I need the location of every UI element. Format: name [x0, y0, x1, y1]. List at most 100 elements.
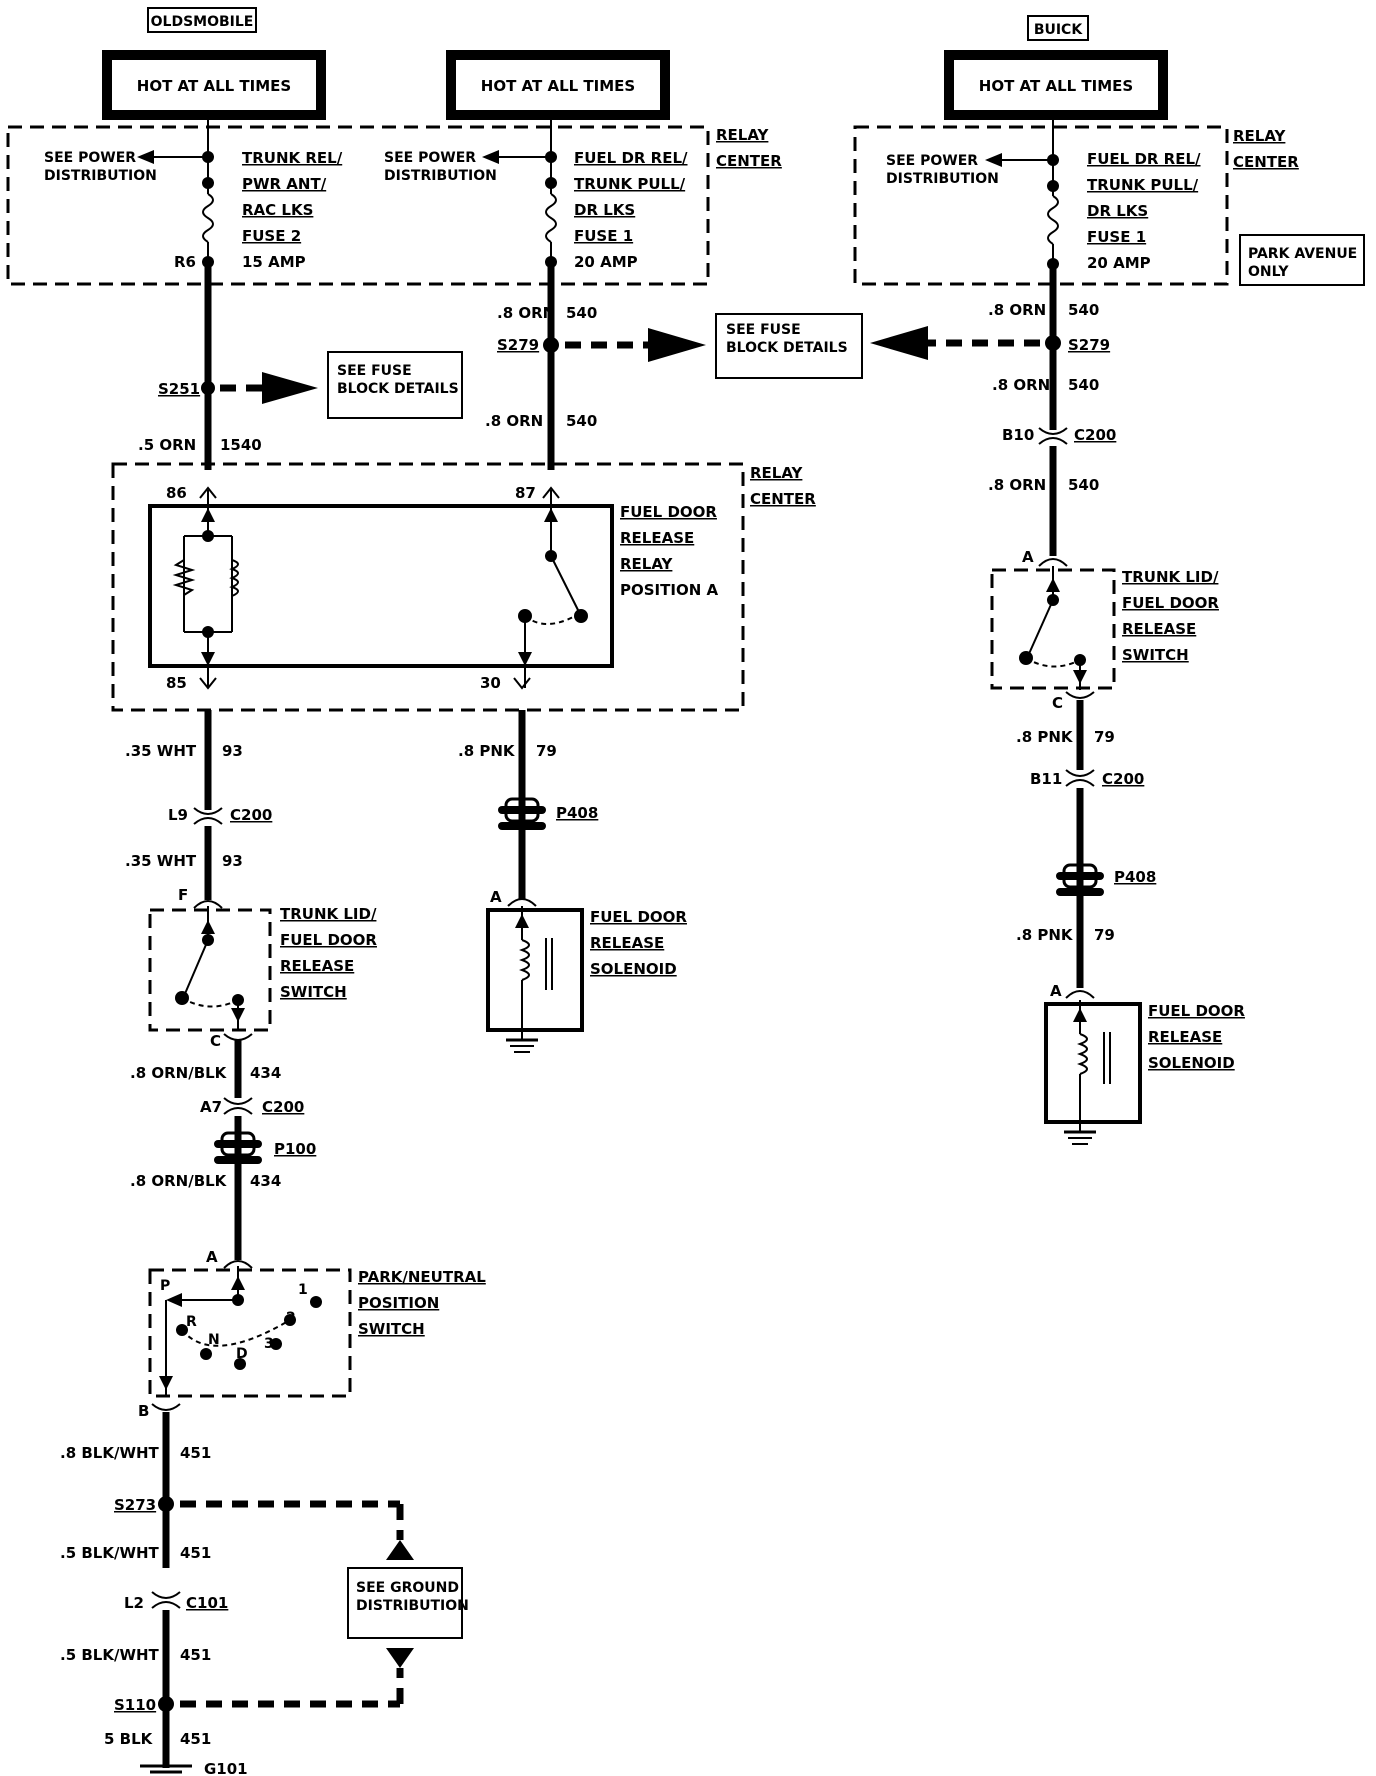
svg-text:SEE FUSE: SEE FUSE: [726, 322, 801, 338]
svg-text:540: 540: [1068, 476, 1099, 494]
svg-text:ONLY: ONLY: [1248, 264, 1289, 280]
wire-451: .8 BLK/WHT 451 S273 .5 BLK/WHT 451 L2 C1…: [60, 1412, 414, 1776]
park-neutral-position-switch: P R N D 3 2 1 PARK/NEUTRAL POSITION SWIT…: [138, 1266, 486, 1420]
svg-text:FUSE 2: FUSE 2: [242, 227, 301, 245]
arrow-right-icon: [648, 328, 706, 362]
hot-at-all-times-left: HOT AT ALL TIMES: [102, 50, 326, 120]
svg-text:.8 ORN: .8 ORN: [497, 304, 555, 322]
relay-center-right-box: [853, 125, 1229, 286]
svg-text:79: 79: [536, 742, 557, 760]
svg-text:C200: C200: [1074, 426, 1116, 444]
svg-text:.5 BLK/WHT: .5 BLK/WHT: [60, 1544, 160, 1562]
svg-text:OLDSMOBILE: OLDSMOBILE: [151, 14, 254, 30]
svg-text:RAC LKS: RAC LKS: [242, 201, 313, 219]
svg-text:5 BLK: 5 BLK: [104, 1730, 154, 1748]
svg-text:B10: B10: [1002, 426, 1034, 444]
svg-text:A: A: [1050, 982, 1062, 1000]
svg-text:20 AMP: 20 AMP: [574, 253, 638, 271]
svg-text:FUSE 1: FUSE 1: [1087, 228, 1146, 246]
hot-at-all-times-right: HOT AT ALL TIMES: [944, 50, 1168, 120]
svg-text:RELAY: RELAY: [750, 464, 804, 482]
svg-text:434: 434: [250, 1172, 281, 1190]
ground-icon: [506, 1038, 538, 1053]
svg-text:SEE FUSE: SEE FUSE: [337, 363, 412, 379]
svg-text:DISTRIBUTION: DISTRIBUTION: [356, 1598, 469, 1614]
svg-text:.8 PNK: .8 PNK: [1016, 728, 1074, 746]
svg-text:TRUNK REL/: TRUNK REL/: [242, 149, 343, 167]
arrow-up-icon: [386, 1540, 414, 1560]
svg-text:85: 85: [166, 674, 187, 692]
arrow-left-icon: [482, 150, 499, 164]
svg-text:451: 451: [180, 1646, 211, 1664]
svg-text:L9: L9: [168, 806, 188, 824]
p408-grommet-icon: [498, 797, 546, 830]
svg-text:TRUNK PULL/: TRUNK PULL/: [1087, 176, 1199, 194]
svg-text:93: 93: [222, 852, 243, 870]
svg-text:RELAY: RELAY: [620, 555, 674, 573]
arrow-down-icon: [386, 1648, 414, 1668]
resistor-icon: [172, 559, 196, 596]
ground-icon: [140, 1764, 192, 1774]
svg-text:SWITCH: SWITCH: [358, 1320, 425, 1338]
svg-text:.8 BLK/WHT: .8 BLK/WHT: [60, 1444, 160, 1462]
wire-540: .8 ORN 540 S279 .8 ORN 540: [485, 262, 706, 470]
svg-text:FUEL DOOR: FUEL DOOR: [1148, 1002, 1245, 1020]
svg-text:C: C: [1052, 694, 1063, 712]
svg-text:.8 ORN: .8 ORN: [992, 376, 1050, 394]
svg-text:HOT AT ALL TIMES: HOT AT ALL TIMES: [481, 77, 635, 95]
svg-text:B: B: [138, 1402, 149, 1420]
svg-text:451: 451: [180, 1730, 211, 1748]
arrow-left-icon: [985, 153, 1002, 167]
svg-text:C200: C200: [1102, 770, 1144, 788]
relay-center-label-relay: RELAY CENTER: [750, 464, 816, 508]
svg-text:PARK AVENUE: PARK AVENUE: [1248, 246, 1357, 262]
svg-text:540: 540: [1068, 376, 1099, 394]
relay-center-label-left: RELAY CENTER: [716, 126, 782, 170]
wire-79-buick: .8 PNK 79 B11 C200 P408 .8 PNK 79 A: [1016, 700, 1156, 1000]
fuse-2-trunk-rel: SEE POWER DISTRIBUTION TRUNK REL/ PWR AN…: [44, 115, 343, 271]
relay-center-label-right: RELAY CENTER: [1233, 127, 1299, 171]
svg-text:RELEASE: RELEASE: [590, 934, 664, 952]
fuel-door-release-solenoid-mid: FUEL DOOR RELEASE SOLENOID: [486, 906, 687, 1053]
svg-text:434: 434: [250, 1064, 281, 1082]
svg-text:A7: A7: [200, 1098, 222, 1116]
hot-at-all-times-mid: HOT AT ALL TIMES: [446, 50, 670, 120]
svg-text:451: 451: [180, 1544, 211, 1562]
svg-text:FUEL DOOR: FUEL DOOR: [620, 503, 717, 521]
wire-93: .35 WHT 93 L9 C200 .35 WHT 93 F: [125, 710, 272, 909]
svg-text:L2: L2: [124, 1594, 144, 1612]
svg-text:79: 79: [1094, 728, 1115, 746]
svg-text:.8 ORN: .8 ORN: [988, 301, 1046, 319]
wire-540-buick: .8 ORN 540 S279 .8 ORN 540 B10 C200 .8 O…: [870, 264, 1116, 567]
oldsmobile-label: OLDSMOBILE: [147, 7, 257, 33]
svg-text:D: D: [236, 1346, 248, 1362]
svg-text:FUEL DR REL/: FUEL DR REL/: [574, 149, 688, 167]
fuse-1-fuel-dr-rel-buick: SEE POWER DISTRIBUTION FUEL DR REL/ TRUN…: [886, 115, 1201, 272]
svg-text:HOT AT ALL TIMES: HOT AT ALL TIMES: [979, 77, 1133, 95]
svg-text:BLOCK DETAILS: BLOCK DETAILS: [337, 381, 459, 397]
svg-text:SWITCH: SWITCH: [280, 983, 347, 1001]
fuel-door-release-solenoid-right: FUEL DOOR RELEASE SOLENOID: [1044, 1000, 1245, 1145]
svg-text:PARK/NEUTRAL: PARK/NEUTRAL: [358, 1268, 486, 1286]
svg-text:.35 WHT: .35 WHT: [125, 742, 197, 760]
svg-text:1: 1: [298, 1282, 308, 1298]
relay-center-relay-box: [111, 462, 745, 712]
svg-text:FUEL DOOR: FUEL DOOR: [590, 908, 687, 926]
svg-text:RELEASE: RELEASE: [1122, 620, 1196, 638]
svg-text:CENTER: CENTER: [750, 490, 816, 508]
coil-icon: [519, 939, 530, 981]
see-ground-distribution: SEE GROUND DISTRIBUTION: [347, 1567, 469, 1639]
svg-text:S273: S273: [114, 1496, 156, 1514]
svg-text:FUEL DR REL/: FUEL DR REL/: [1087, 150, 1201, 168]
svg-text:DISTRIBUTION: DISTRIBUTION: [384, 168, 497, 184]
svg-text:A: A: [206, 1248, 218, 1266]
svg-text:SEE GROUND: SEE GROUND: [356, 1580, 459, 1596]
svg-text:B11: B11: [1030, 770, 1062, 788]
svg-text:C101: C101: [186, 1594, 228, 1612]
svg-text:P100: P100: [274, 1140, 316, 1158]
svg-text:S279: S279: [1068, 336, 1110, 354]
svg-text:CENTER: CENTER: [716, 152, 782, 170]
svg-text:HOT AT ALL TIMES: HOT AT ALL TIMES: [137, 77, 291, 95]
svg-text:F: F: [178, 886, 188, 904]
svg-text:93: 93: [222, 742, 243, 760]
